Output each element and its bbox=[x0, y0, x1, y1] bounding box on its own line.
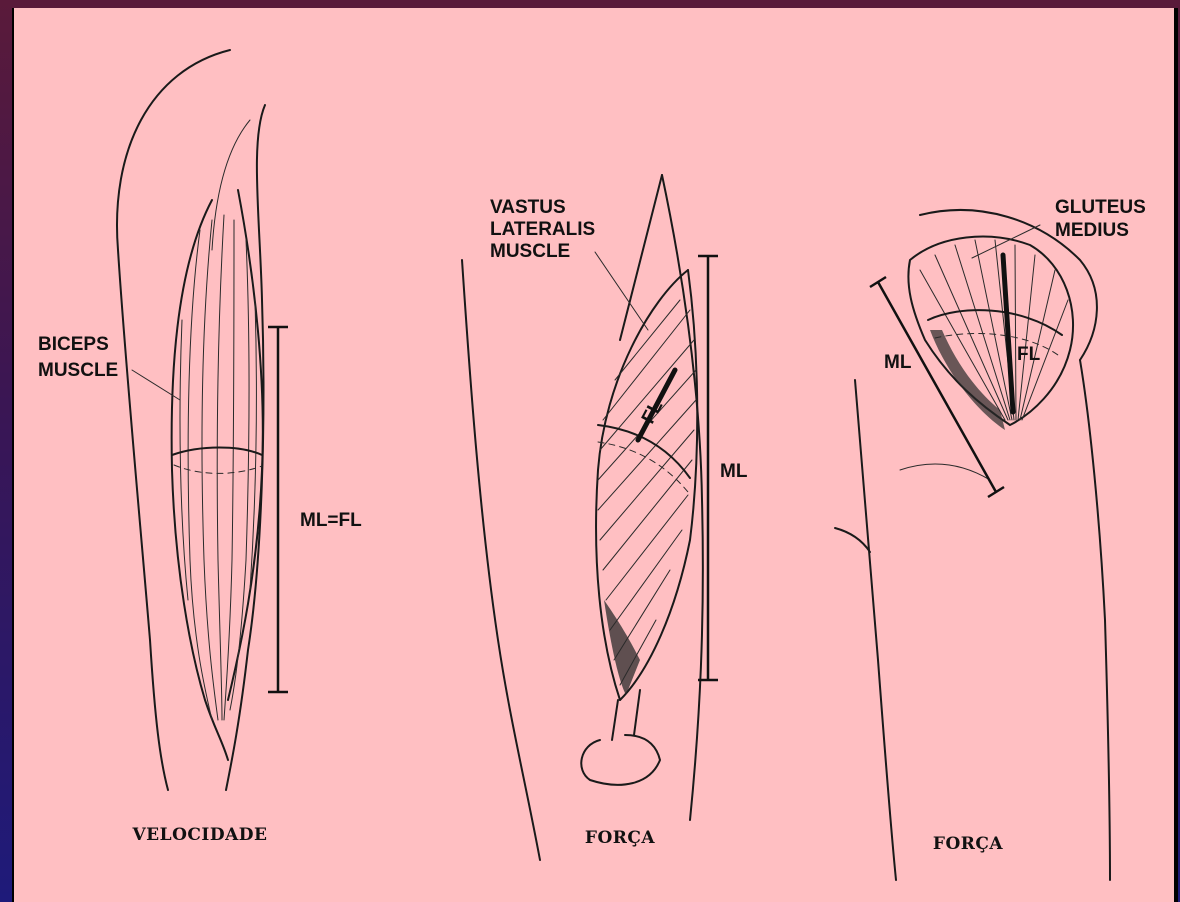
vastus-measure-label: ML bbox=[720, 461, 748, 482]
biceps-label-line-1: BICEPS bbox=[38, 334, 109, 355]
figure-biceps: BICEPS MUSCLE ML=FL VELOCIDADE bbox=[38, 50, 362, 845]
figure-gluteus-medius: GLUTEUS MEDIUS FL ML FORÇA bbox=[835, 197, 1146, 880]
biceps-label-line-2: MUSCLE bbox=[38, 360, 118, 381]
biceps-measure-label: ML=FL bbox=[300, 510, 362, 531]
gluteus-measure-label: ML bbox=[884, 352, 912, 373]
gluteus-fiber-label: FL bbox=[1017, 344, 1041, 365]
vastus-label-line-1: VASTUS bbox=[490, 197, 566, 218]
vastus-label-line-3: MUSCLE bbox=[490, 241, 570, 262]
caption-velocidade: VELOCIDADE bbox=[131, 825, 267, 845]
vastus-label-line-2: LATERALIS bbox=[490, 219, 595, 240]
gluteus-label-line-2: MEDIUS bbox=[1055, 220, 1129, 241]
gluteus-label-line-1: GLUTEUS bbox=[1055, 197, 1146, 218]
figure-vastus-lateralis: VASTUS LATERALIS MUSCLE FL ML FORÇA bbox=[462, 175, 748, 860]
caption-forca-1: FORÇA bbox=[585, 828, 656, 848]
vastus-fiber-label: FL bbox=[638, 397, 668, 428]
caption-forca-2: FORÇA bbox=[933, 834, 1004, 854]
